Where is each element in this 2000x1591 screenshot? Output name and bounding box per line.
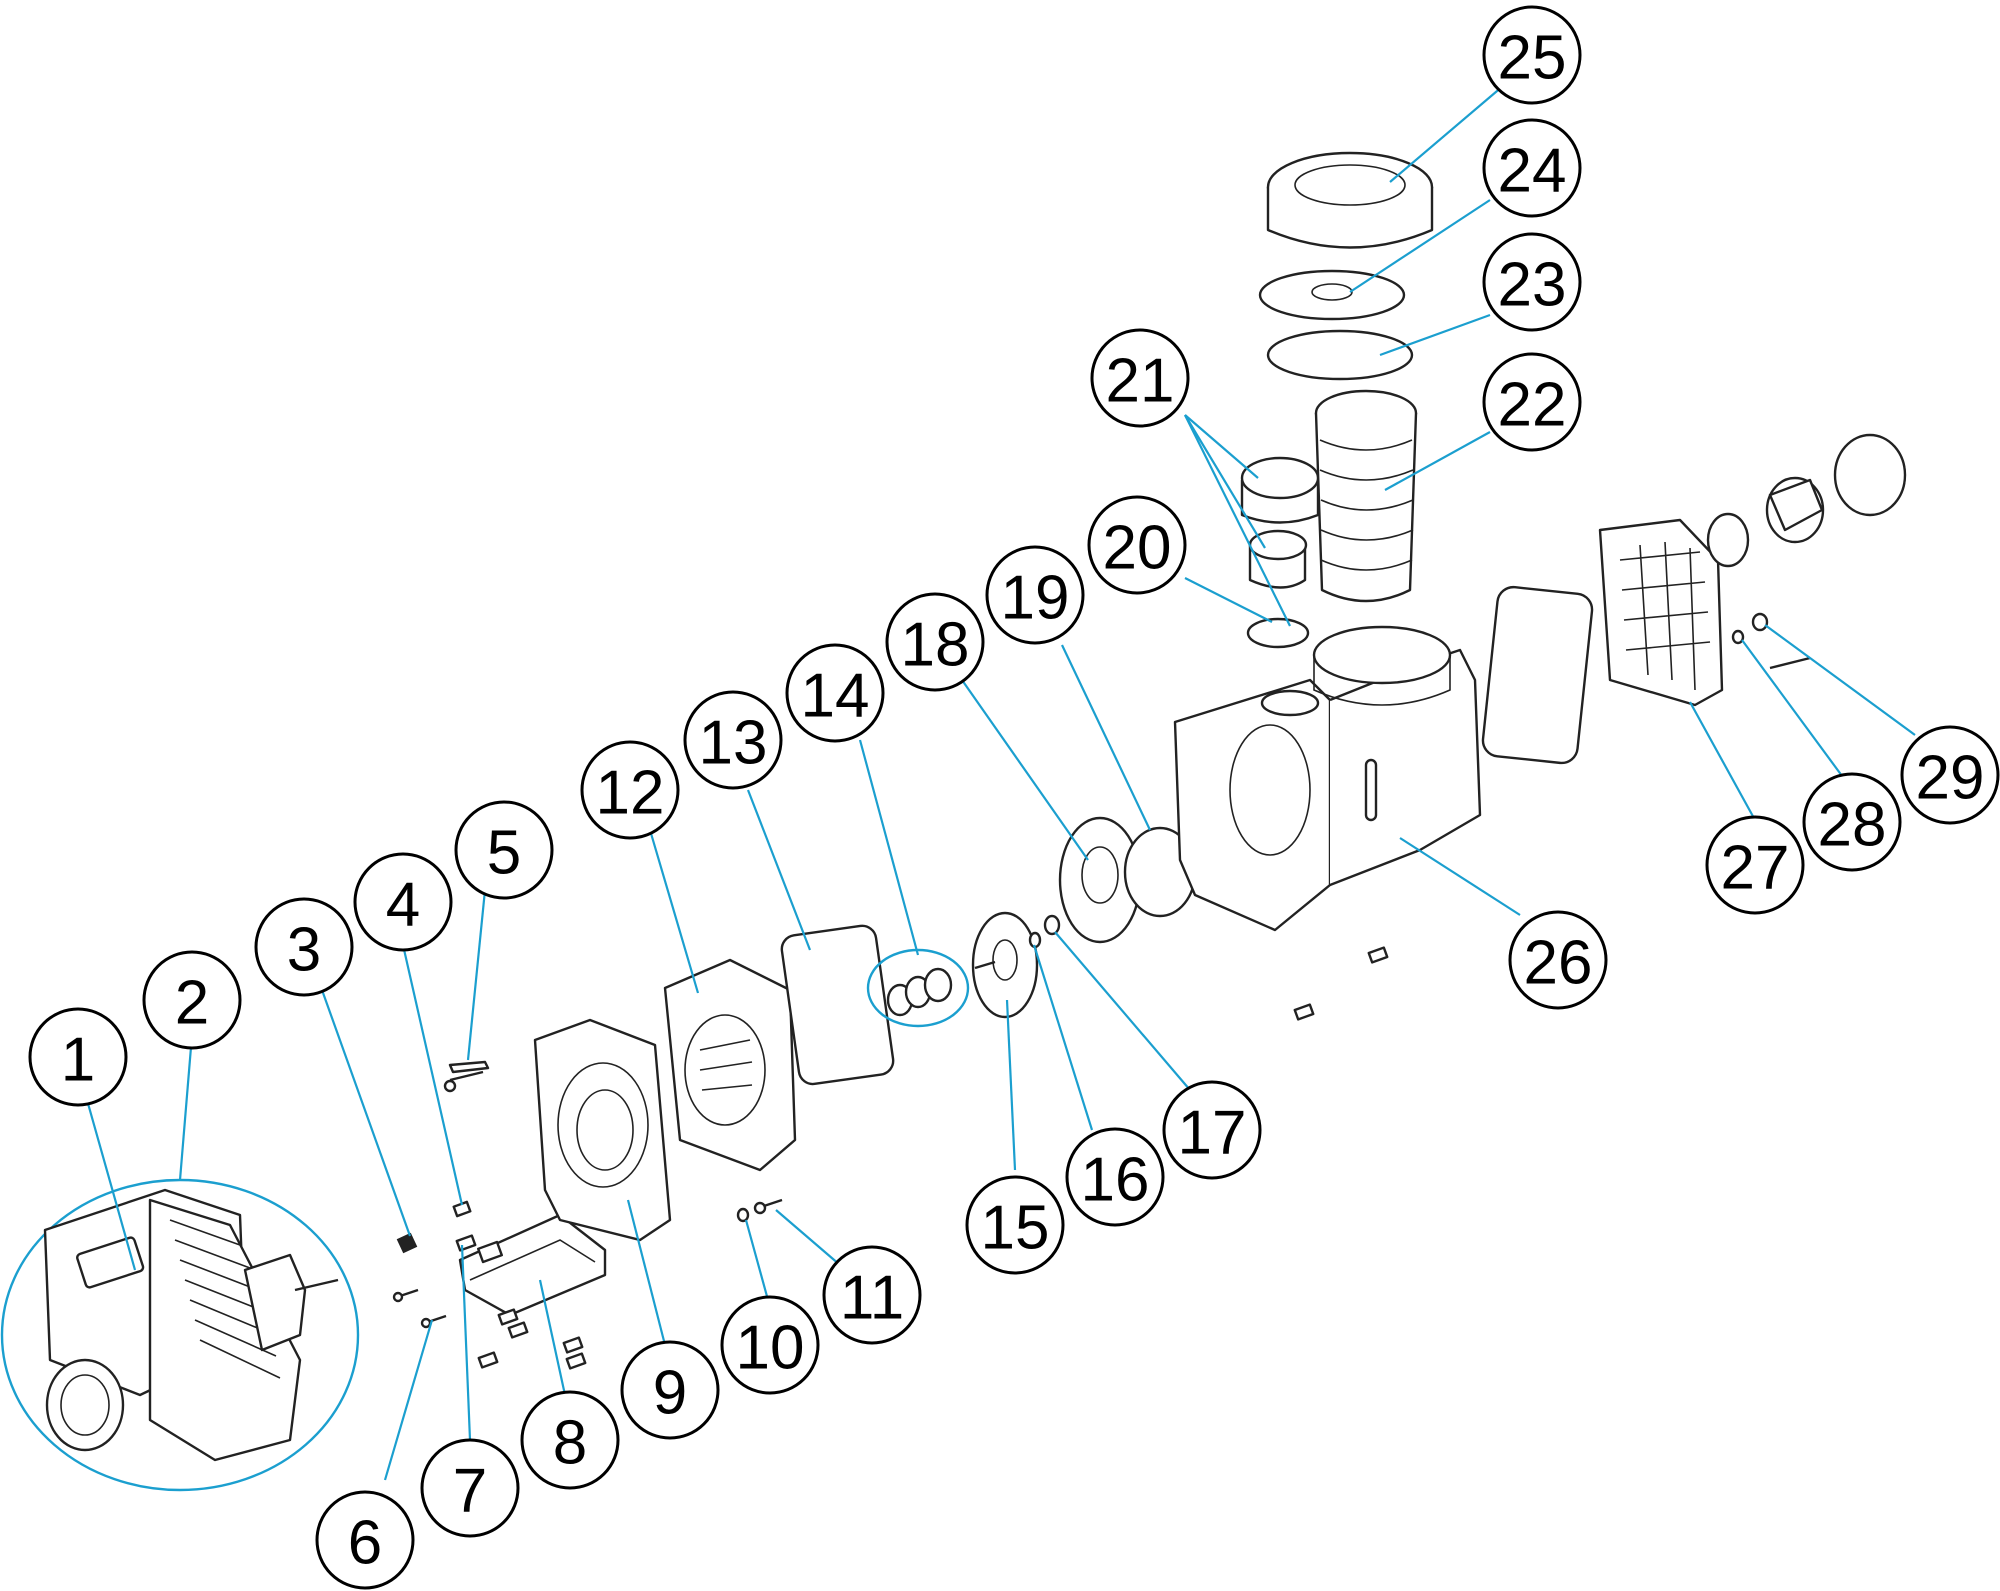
callout-13-label: 13 — [699, 709, 768, 778]
callout-16: 16 — [1065, 1127, 1165, 1227]
callout-2: 2 — [142, 950, 242, 1050]
gasket-part — [780, 924, 895, 1086]
flange-gasket — [1481, 585, 1594, 765]
callout-19: 19 — [985, 545, 1085, 645]
mechanical-seal — [866, 948, 970, 1028]
callout-23: 23 — [1482, 232, 1582, 332]
pin-part — [1769, 656, 1811, 670]
callout-12-label: 12 — [596, 759, 665, 828]
callout-4-label: 4 — [386, 871, 420, 940]
callout-29-label: 29 — [1916, 744, 1985, 813]
union-parts-right — [1706, 433, 1907, 568]
callout-15-label: 15 — [981, 1194, 1050, 1263]
motor-assembly — [0, 1178, 360, 1492]
callout-1: 1 — [28, 1007, 128, 1107]
spring-part — [396, 1232, 418, 1254]
callout-6: 6 — [315, 1490, 415, 1590]
callout-20-label: 20 — [1103, 514, 1172, 583]
strainer-basket — [1314, 389, 1418, 603]
callout-14-label: 14 — [801, 662, 870, 731]
callout-17-label: 17 — [1178, 1099, 1247, 1168]
callout-24-label: 24 — [1498, 137, 1567, 206]
callout-24: 24 — [1482, 118, 1582, 218]
o-ring-part-20 — [1246, 617, 1310, 649]
pump-body — [1173, 625, 1482, 1021]
pump-lid — [1258, 269, 1406, 321]
callout-25: 25 — [1482, 5, 1582, 105]
impeller-part — [971, 911, 1039, 1019]
washer-part-28 — [1731, 629, 1745, 645]
callout-23-label: 23 — [1498, 251, 1567, 320]
callout-8: 8 — [520, 1390, 620, 1490]
callout-16-label: 16 — [1081, 1146, 1150, 1215]
callout-6-label: 6 — [348, 1509, 382, 1578]
callout-5-label: 5 — [487, 819, 521, 888]
callout-29: 29 — [1900, 725, 2000, 825]
callout-10: 10 — [720, 1295, 820, 1395]
callout-4: 4 — [353, 852, 453, 952]
bracket-part — [458, 1213, 607, 1370]
callout-27: 27 — [1705, 815, 1805, 915]
callout-1-label: 1 — [61, 1026, 95, 1095]
adapter-flange — [533, 1018, 672, 1242]
callout-21-label: 21 — [1106, 347, 1175, 416]
bolt-part-29 — [1751, 612, 1769, 632]
callout-28-label: 28 — [1818, 791, 1887, 860]
callout-25-label: 25 — [1498, 24, 1567, 93]
callout-28: 28 — [1802, 772, 1902, 872]
callout-2-label: 2 — [175, 969, 209, 1038]
callout-26: 26 — [1508, 910, 1608, 1010]
callout-22: 22 — [1482, 352, 1582, 452]
callout-18-label: 18 — [901, 611, 970, 680]
callout-11-label: 11 — [840, 1264, 904, 1333]
callout-3-label: 3 — [287, 916, 321, 985]
callout-12: 12 — [580, 740, 680, 840]
callout-9: 9 — [620, 1340, 720, 1440]
callout-26-label: 26 — [1524, 929, 1593, 998]
callout-8-label: 8 — [553, 1409, 587, 1478]
callout-10-label: 10 — [736, 1314, 805, 1383]
callout-7-label: 7 — [453, 1457, 487, 1526]
lid-o-ring — [1266, 329, 1414, 381]
callout-9-label: 9 — [653, 1359, 687, 1428]
union-parts-21 — [1240, 456, 1320, 589]
screw-part-17 — [1043, 914, 1061, 936]
motor-drawing — [43, 1188, 339, 1462]
callout-13: 13 — [683, 690, 783, 790]
callout-3: 3 — [254, 897, 354, 997]
callout-21: 21 — [1090, 328, 1190, 428]
front-cover — [1598, 518, 1724, 707]
callout-18: 18 — [885, 592, 985, 692]
callout-5: 5 — [454, 800, 554, 900]
callout-14: 14 — [785, 643, 885, 743]
lid-nut — [1266, 151, 1434, 249]
callout-22-label: 22 — [1498, 371, 1567, 440]
callout-7: 7 — [420, 1438, 520, 1538]
callout-11: 11 — [822, 1245, 922, 1345]
callout-20: 20 — [1087, 495, 1187, 595]
callout-15: 15 — [965, 1175, 1065, 1275]
seal-plate — [663, 958, 797, 1172]
nut-part-10 — [736, 1207, 750, 1223]
callout-27-label: 27 — [1721, 834, 1790, 903]
leader-lines — [76, 79, 1916, 1481]
callout-17: 17 — [1162, 1080, 1262, 1180]
small-hardware — [392, 1060, 490, 1329]
callout-19-label: 19 — [1001, 564, 1070, 633]
